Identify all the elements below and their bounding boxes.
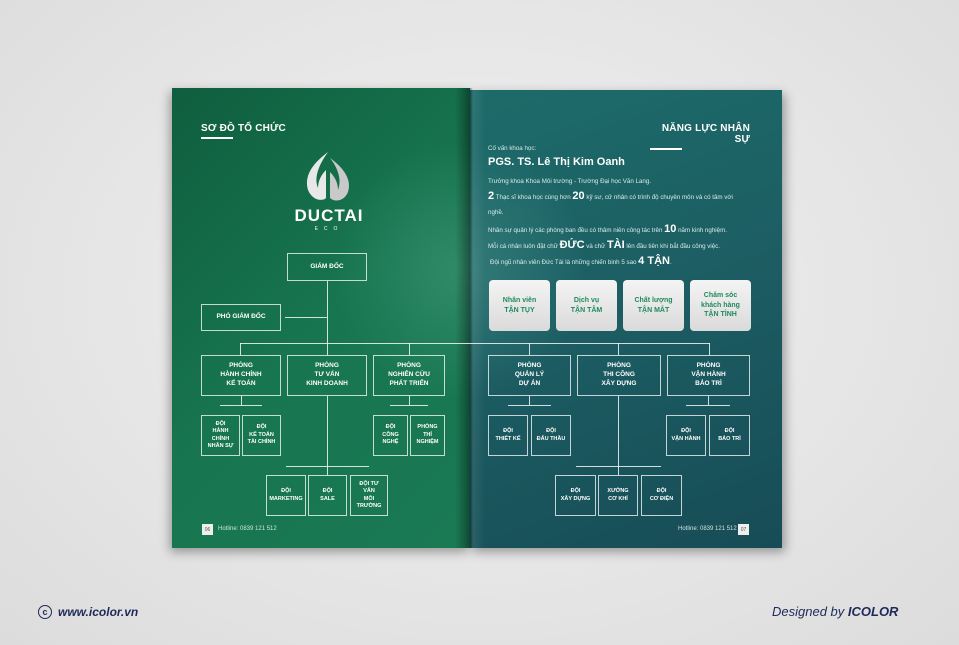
- connector: [409, 396, 410, 405]
- logo-subtext: ECO: [314, 226, 344, 232]
- left-page-number: 06: [202, 524, 213, 535]
- connector: [708, 396, 709, 405]
- box-team-mechanical: XƯỞNG CƠ KHÍ: [598, 475, 638, 516]
- connector: [241, 396, 242, 405]
- text-line-2b: nghề.: [488, 209, 504, 216]
- text: Thạc sĩ khoa học cùng hơn: [494, 194, 573, 201]
- right-section-title: NĂNG LỰC NHÂN SỰ: [650, 123, 750, 150]
- credit-prefix: Designed by: [772, 604, 848, 619]
- left-section-title: SƠ ĐỒ TỔ CHỨC: [201, 123, 286, 139]
- box-team-bidding: ĐỘI ĐẤU THẦU: [531, 415, 571, 456]
- text: Nhân sự quản lý các phòng ban đều có thâ…: [488, 227, 665, 234]
- text: kỹ sư, cử nhân có trình độ chuyên môn và…: [584, 194, 733, 201]
- box-team-sale: ĐỘI SALE: [308, 475, 347, 516]
- website-link[interactable]: www.icolor.vn: [58, 605, 139, 619]
- box-team-maintenance: ĐỘI BẢO TRÌ: [709, 415, 750, 456]
- box-dept-operation-maintenance: PHÒNG VẬN HÀNH BẢO TRÌ: [667, 355, 750, 396]
- number: 20: [572, 190, 585, 202]
- connector: [327, 281, 328, 355]
- copyright-icon: c: [38, 605, 52, 619]
- box-dept-construction: PHÒNG THI CÔNG XÂY DỰNG: [577, 355, 661, 396]
- connector: [327, 396, 328, 475]
- right-hotline: Hotline: 0839 121 512: [678, 526, 737, 532]
- highlight: 4 TẬN: [638, 255, 670, 267]
- right-page-number: 07: [738, 524, 749, 535]
- text: và chữ: [584, 243, 607, 250]
- number: 10: [664, 223, 677, 235]
- box-team-construction: ĐỘI XÂY DỰNG: [555, 475, 596, 516]
- box-deputy-director: PHÓ GIÁM ĐỐC: [201, 304, 281, 331]
- connector: [286, 466, 369, 467]
- credit-brand: ICOLOR: [847, 604, 899, 619]
- book-spine: [455, 88, 485, 548]
- advisor-name: PGS. TS. Lê Thị Kim Oanh: [488, 156, 625, 168]
- connector: [508, 405, 551, 406]
- box-team-env-consulting: ĐỘI TƯ VẤN MÔI TRƯỜNG: [350, 475, 388, 516]
- text: Mỗi cá nhân luôn đặt chữ: [488, 243, 560, 250]
- designer-credit: Designed by ICOLOR: [772, 604, 898, 619]
- left-page: [172, 88, 470, 548]
- box-director: GIÁM ĐỐC: [287, 253, 367, 281]
- box-team-finance: ĐỘI KẾ TOÁN TÀI CHÍNH: [242, 415, 281, 456]
- connector: [709, 343, 710, 355]
- highlight: ĐỨC: [559, 239, 585, 251]
- box-team-technology: ĐỘI CÔNG NGHỆ: [373, 415, 408, 456]
- card-dedicated-service: Dịch vụ TẬN TÂM: [556, 280, 617, 331]
- connector: [220, 405, 262, 406]
- box-team-operation: ĐỘI VẬN HÀNH: [666, 415, 706, 456]
- connector: [240, 343, 241, 355]
- connector: [618, 396, 619, 475]
- text-line-2: 2 Thạc sĩ khoa học cùng hơn 20 kỹ sư, cử…: [488, 190, 733, 202]
- card-quality: Chất lượng TẬN MẮT: [623, 280, 684, 331]
- left-hotline: Hotline: 0839 121 512: [218, 526, 277, 532]
- text-line-3: Nhân sự quản lý các phòng ban đều có thâ…: [488, 223, 727, 235]
- box-dept-project-management: PHÒNG QUẢN LÝ DỰ ÁN: [488, 355, 571, 396]
- box-team-hr: ĐỘI HÀNH CHÍNH NHÂN SỰ: [201, 415, 240, 456]
- text-line-5: Đội ngũ nhân viên Đức Tài là những chiến…: [490, 255, 672, 267]
- connector: [240, 343, 710, 344]
- connector: [686, 405, 730, 406]
- card-customer-care: Chăm sóc khách hàng TẬN TÌNH: [690, 280, 751, 331]
- box-dept-admin-accounting: PHÒNG HÀNH CHÍNH KẾ TOÁN: [201, 355, 281, 396]
- connector: [529, 396, 530, 405]
- connector: [409, 343, 410, 355]
- logo-text: DUCTAI: [294, 206, 364, 225]
- text: Đội ngũ nhân viên Đức Tài là những chiến…: [490, 259, 639, 266]
- connector: [390, 405, 428, 406]
- connector: [529, 343, 530, 355]
- ductai-logo-icon: [300, 150, 356, 204]
- advisor-label: Cố vấn khoa học:: [488, 145, 537, 152]
- text: .: [669, 259, 672, 266]
- box-team-design: ĐỘI THIẾT KẾ: [488, 415, 528, 456]
- connector: [285, 317, 327, 318]
- advisor-title: Trưởng khoa Khoa Môi trường - Trường Đại…: [488, 178, 651, 185]
- text: năm kinh nghiệm.: [676, 227, 727, 234]
- text-line-4: Mỗi cá nhân luôn đặt chữ ĐỨC và chữ TÀI …: [488, 239, 720, 251]
- card-dedicated-staff: Nhân viên TẬN TỤY: [489, 280, 550, 331]
- box-dept-sales-consulting: PHÒNG TƯ VẤN KINH DOANH: [287, 355, 367, 396]
- box-dept-research: PHÒNG NGHIÊN CỨU PHÁT TRIỂN: [373, 355, 445, 396]
- text: lên đầu tiên khi bắt đầu công việc.: [624, 243, 720, 250]
- box-team-marketing: ĐỘI MARKETING: [266, 475, 306, 516]
- highlight: TÀI: [606, 239, 625, 251]
- connector: [576, 466, 661, 467]
- connector: [618, 343, 619, 355]
- box-team-electromechanical: ĐỘI CƠ ĐIỆN: [641, 475, 682, 516]
- box-team-lab: PHÒNG THÍ NGHIỆM: [410, 415, 445, 456]
- number: 2: [488, 190, 495, 202]
